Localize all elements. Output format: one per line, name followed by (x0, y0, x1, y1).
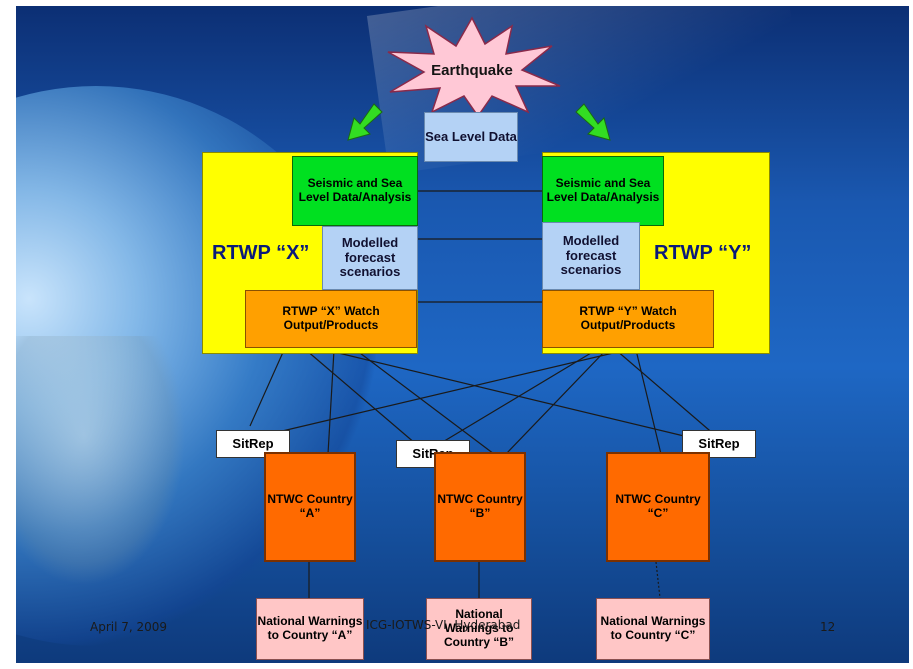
link-x-sitrep-b (305, 349, 417, 445)
rtwp-x-title: RTWP “X” (212, 242, 310, 264)
slide: Earthquake Sea Level Data RTWP “X” Seism… (16, 6, 909, 663)
link-x-ntwc-b (355, 349, 495, 455)
link-y-sitrep-c (615, 349, 717, 437)
connector-lines (249, 190, 717, 599)
earthquake-label: Earthquake (431, 62, 513, 79)
link-x-ntwc-a (327, 349, 335, 455)
starburst-icon (387, 16, 561, 116)
green-down-arrow-icon (575, 103, 611, 141)
rtwp-y-seismic-box: Seismic and Sea Level Data/Analysis (542, 156, 664, 226)
sitrep-c-label: SitRep (682, 430, 756, 458)
green-down-arrow-icon (347, 103, 383, 141)
link-x-sitrep-a (249, 349, 285, 427)
ntwc-country-b-box: NTWC Country “B” (434, 452, 526, 562)
national-warnings-c-box: National Warnings to Country “C” (596, 598, 710, 660)
link-ntwc-c-national (655, 561, 661, 599)
footer-date: April 7, 2009 (90, 620, 168, 634)
globe-continents (16, 336, 186, 586)
ntwc-country-a-box: NTWC Country “A” (264, 452, 356, 562)
national-warnings-b-box: National Warnings to Country “B” (426, 598, 532, 660)
ntwc-country-c-box: NTWC Country “C” (606, 452, 710, 562)
footer-page-number: 12 (820, 620, 836, 634)
rtwp-y-title: RTWP “Y” (654, 242, 752, 264)
link-y-ntwc-b (505, 349, 607, 455)
rtwp-x-forecast-box: Modelled forecast scenarios (322, 226, 418, 290)
link-y-ntwc-c (635, 349, 662, 455)
link-y-sitrep-b (435, 349, 597, 447)
rtwp-x-watch-box: RTWP “X” Watch Output/Products (245, 290, 417, 348)
rtwp-y-forecast-box: Modelled forecast scenarios (542, 222, 640, 290)
rtwp-x-seismic-box: Seismic and Sea Level Data/Analysis (292, 156, 418, 226)
rtwp-y-watch-box: RTWP “Y” Watch Output/Products (542, 290, 714, 348)
sitrep-a-label: SitRep (216, 430, 290, 458)
link-y-sitrep-a (260, 349, 627, 437)
footer-center: ICG-IOTWS-VI, Hyderabad (366, 618, 521, 632)
link-x-sitrep-c (325, 349, 685, 437)
sea-level-data-box: Sea Level Data (424, 112, 518, 162)
national-warnings-a-box: National Warnings to Country “A” (256, 598, 364, 660)
